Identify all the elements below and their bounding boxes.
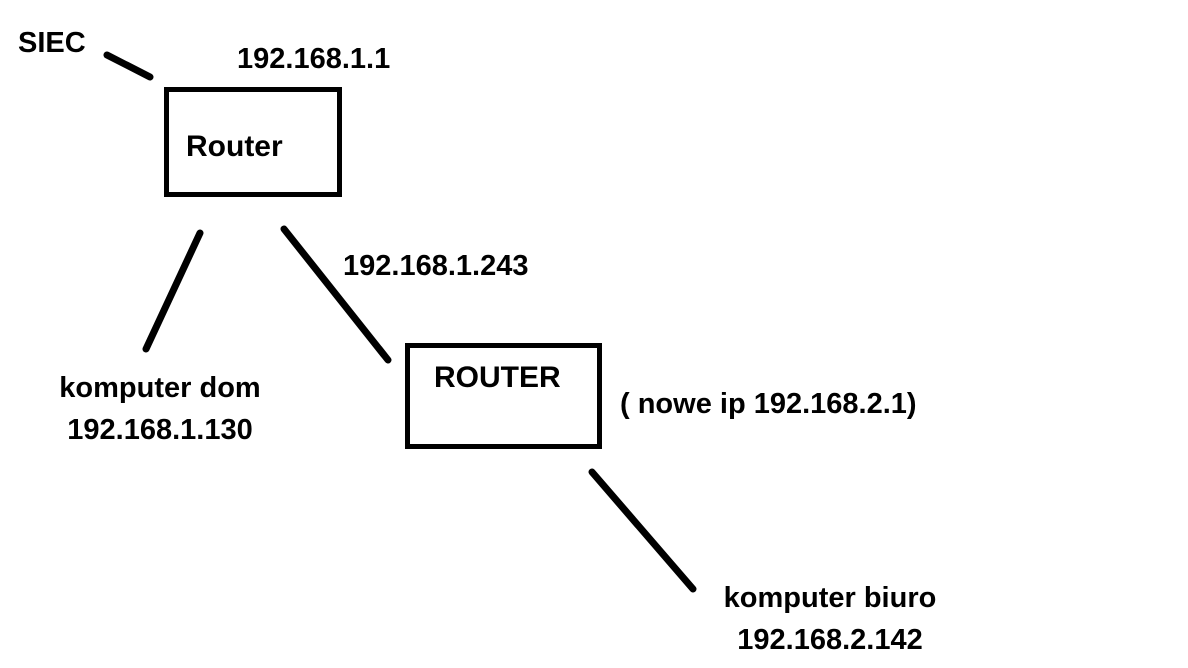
computer-home-labels: komputer dom 192.168.1.130 [30, 367, 290, 451]
computer-home-name: komputer dom [59, 372, 261, 404]
router2-new-ip-note: ( nowe ip 192.168.2.1) [620, 388, 917, 420]
link-router2-to-computer-office [588, 468, 697, 593]
link-router1-to-router2 [280, 225, 392, 364]
router1-ip-label: 192.168.1.1 [237, 43, 391, 75]
router2-label: ROUTER [434, 361, 561, 394]
link-siec-to-router1 [103, 51, 154, 81]
router2-box: ROUTER [405, 343, 602, 449]
link-router1-to-computer-home [142, 229, 204, 353]
router1-router2-link-ip-label: 192.168.1.243 [343, 250, 529, 282]
computer-office-ip: 192.168.2.142 [737, 623, 923, 656]
computer-office-name: komputer biuro [723, 582, 937, 614]
computer-office-labels: komputer biuro 192.168.2.142 [700, 581, 960, 658]
network-label: SIEC [18, 27, 86, 59]
computer-home-ip: 192.168.1.130 [67, 414, 253, 447]
router1-label: Router [186, 130, 283, 163]
router1-box: Router [164, 87, 342, 197]
